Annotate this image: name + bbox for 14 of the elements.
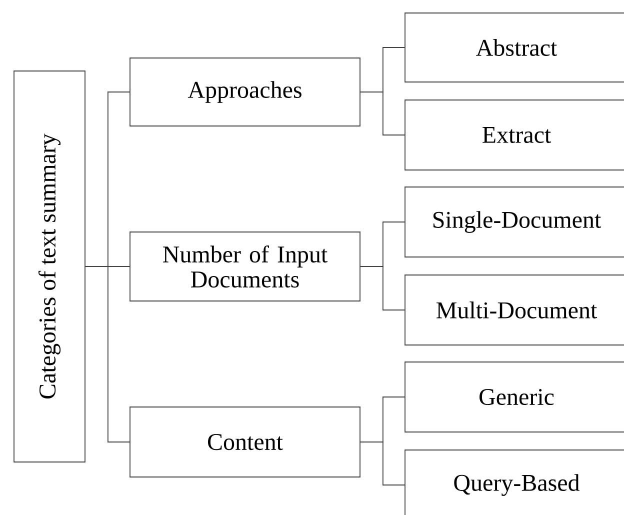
category-box: Query-Based xyxy=(404,450,624,515)
category-box: Multi-Document xyxy=(404,274,624,346)
connector-line xyxy=(360,266,405,310)
category-box: Single-Document xyxy=(404,186,624,258)
category-box: Approaches xyxy=(130,58,360,126)
connector-line xyxy=(360,92,405,136)
connector-line xyxy=(360,442,405,486)
category-box: Abstract xyxy=(404,12,624,82)
category-box: Number of Input Documents xyxy=(130,232,360,302)
connector-line xyxy=(85,266,130,442)
category-box: Content xyxy=(130,406,360,478)
category-box: Extract xyxy=(404,100,624,170)
category-box: Generic xyxy=(404,362,624,432)
category-box: Categories of text summary xyxy=(14,70,86,462)
